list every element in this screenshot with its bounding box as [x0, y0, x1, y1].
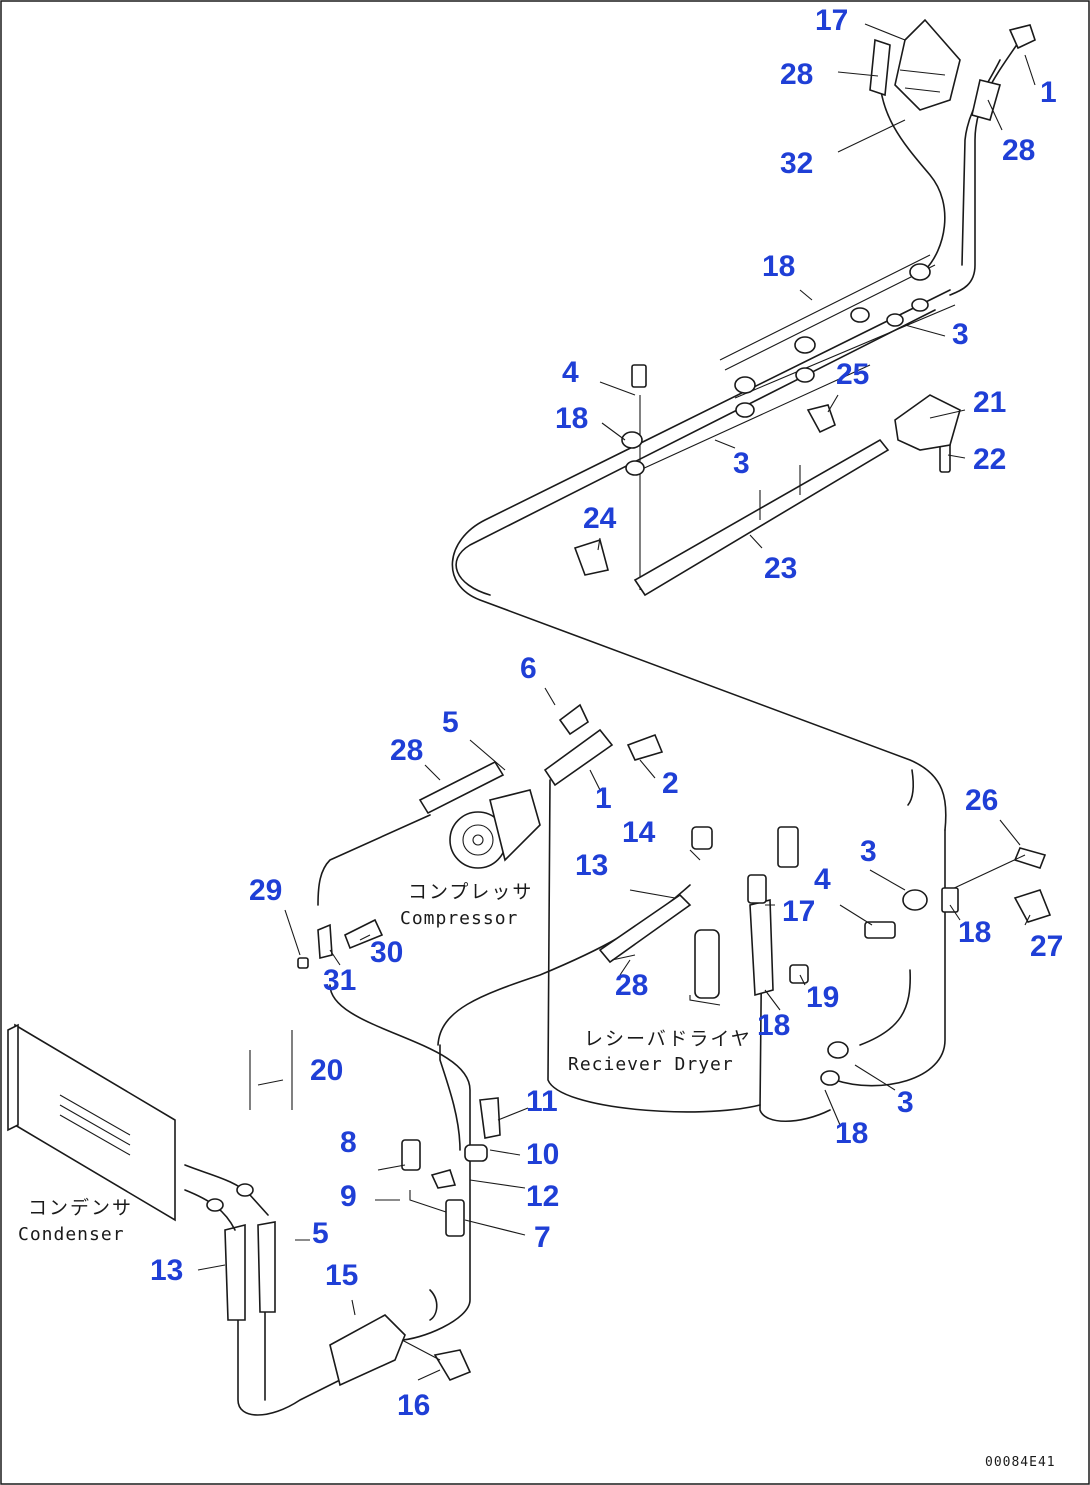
callout-30: 30	[370, 936, 403, 969]
callout-17b: 17	[782, 895, 815, 928]
lower-fittings	[249, 918, 501, 1387]
callout-18a: 18	[762, 250, 795, 283]
callout-3a: 3	[952, 318, 969, 351]
component-labels: コンプレッサ Compressor レシーバドライヤ Reciever Drye…	[18, 881, 1056, 1470]
callout-11: 11	[526, 1085, 558, 1118]
callout-3d: 3	[897, 1086, 914, 1119]
callout-1b: 1	[595, 782, 612, 815]
callout-numbers: 17 28 1 28 32 18 3 4 25 21 18 3 22 24 23…	[150, 4, 1063, 1422]
upper-bracket-group	[869, 18, 1036, 121]
callout-6: 6	[520, 652, 537, 685]
callout-14: 14	[622, 816, 656, 849]
compressor-label-jp: コンプレッサ	[408, 881, 533, 903]
callout-9: 9	[340, 1180, 357, 1213]
callout-13a: 13	[575, 849, 608, 882]
condenser-label-jp: コンデンサ	[28, 1197, 133, 1219]
callout-25: 25	[836, 358, 869, 391]
callout-18e: 18	[835, 1117, 868, 1150]
condenser	[7, 1023, 276, 1321]
callout-26: 26	[965, 784, 998, 817]
callout-4a: 4	[562, 356, 579, 389]
callout-4b: 4	[814, 863, 831, 896]
callout-31: 31	[323, 964, 356, 997]
condenser-label-en: Condenser	[18, 1224, 125, 1245]
compressor-label-en: Compressor	[400, 908, 518, 929]
callout-29: 29	[249, 874, 282, 907]
pipe-routes	[237, 39, 1021, 1416]
callout-3b: 3	[733, 447, 750, 480]
callout-24: 24	[583, 502, 617, 535]
callout-23: 23	[764, 552, 797, 585]
callout-3c: 3	[860, 835, 877, 868]
callout-12: 12	[526, 1180, 559, 1213]
callout-20: 20	[310, 1054, 343, 1087]
callout-28c: 28	[390, 734, 423, 767]
callout-5b: 5	[312, 1217, 329, 1250]
callout-32: 32	[780, 147, 813, 180]
callout-2: 2	[662, 767, 679, 800]
callout-16: 16	[397, 1389, 430, 1422]
callout-17a: 17	[815, 4, 848, 37]
callout-19: 19	[806, 981, 839, 1014]
receiver-label-jp: レシーバドライヤ	[584, 1028, 752, 1050]
callout-27: 27	[1030, 930, 1063, 963]
right-side-parts	[820, 847, 1052, 1086]
figure-code: 00084E41	[985, 1455, 1056, 1470]
callout-13b: 13	[150, 1254, 183, 1287]
callout-28b: 28	[1002, 134, 1035, 167]
compressor	[418, 703, 664, 869]
callout-18b: 18	[555, 402, 588, 435]
callout-18d: 18	[757, 1009, 790, 1042]
callout-8: 8	[340, 1126, 357, 1159]
callout-7: 7	[534, 1221, 551, 1254]
callout-21: 21	[973, 386, 1006, 419]
callout-28d: 28	[615, 969, 648, 1002]
callout-15: 15	[325, 1259, 358, 1292]
receiver-label-en: Reciever Dryer	[568, 1054, 734, 1075]
callout-18c: 18	[958, 916, 991, 949]
callout-28a: 28	[780, 58, 813, 91]
callout-1a: 1	[1040, 76, 1057, 109]
callout-22: 22	[973, 443, 1006, 476]
receiver-dryer	[598, 826, 809, 1006]
leader-lines	[197, 23, 1036, 1381]
callout-10: 10	[526, 1138, 559, 1171]
callout-5a: 5	[442, 706, 459, 739]
clamp-rail-group	[573, 254, 961, 597]
